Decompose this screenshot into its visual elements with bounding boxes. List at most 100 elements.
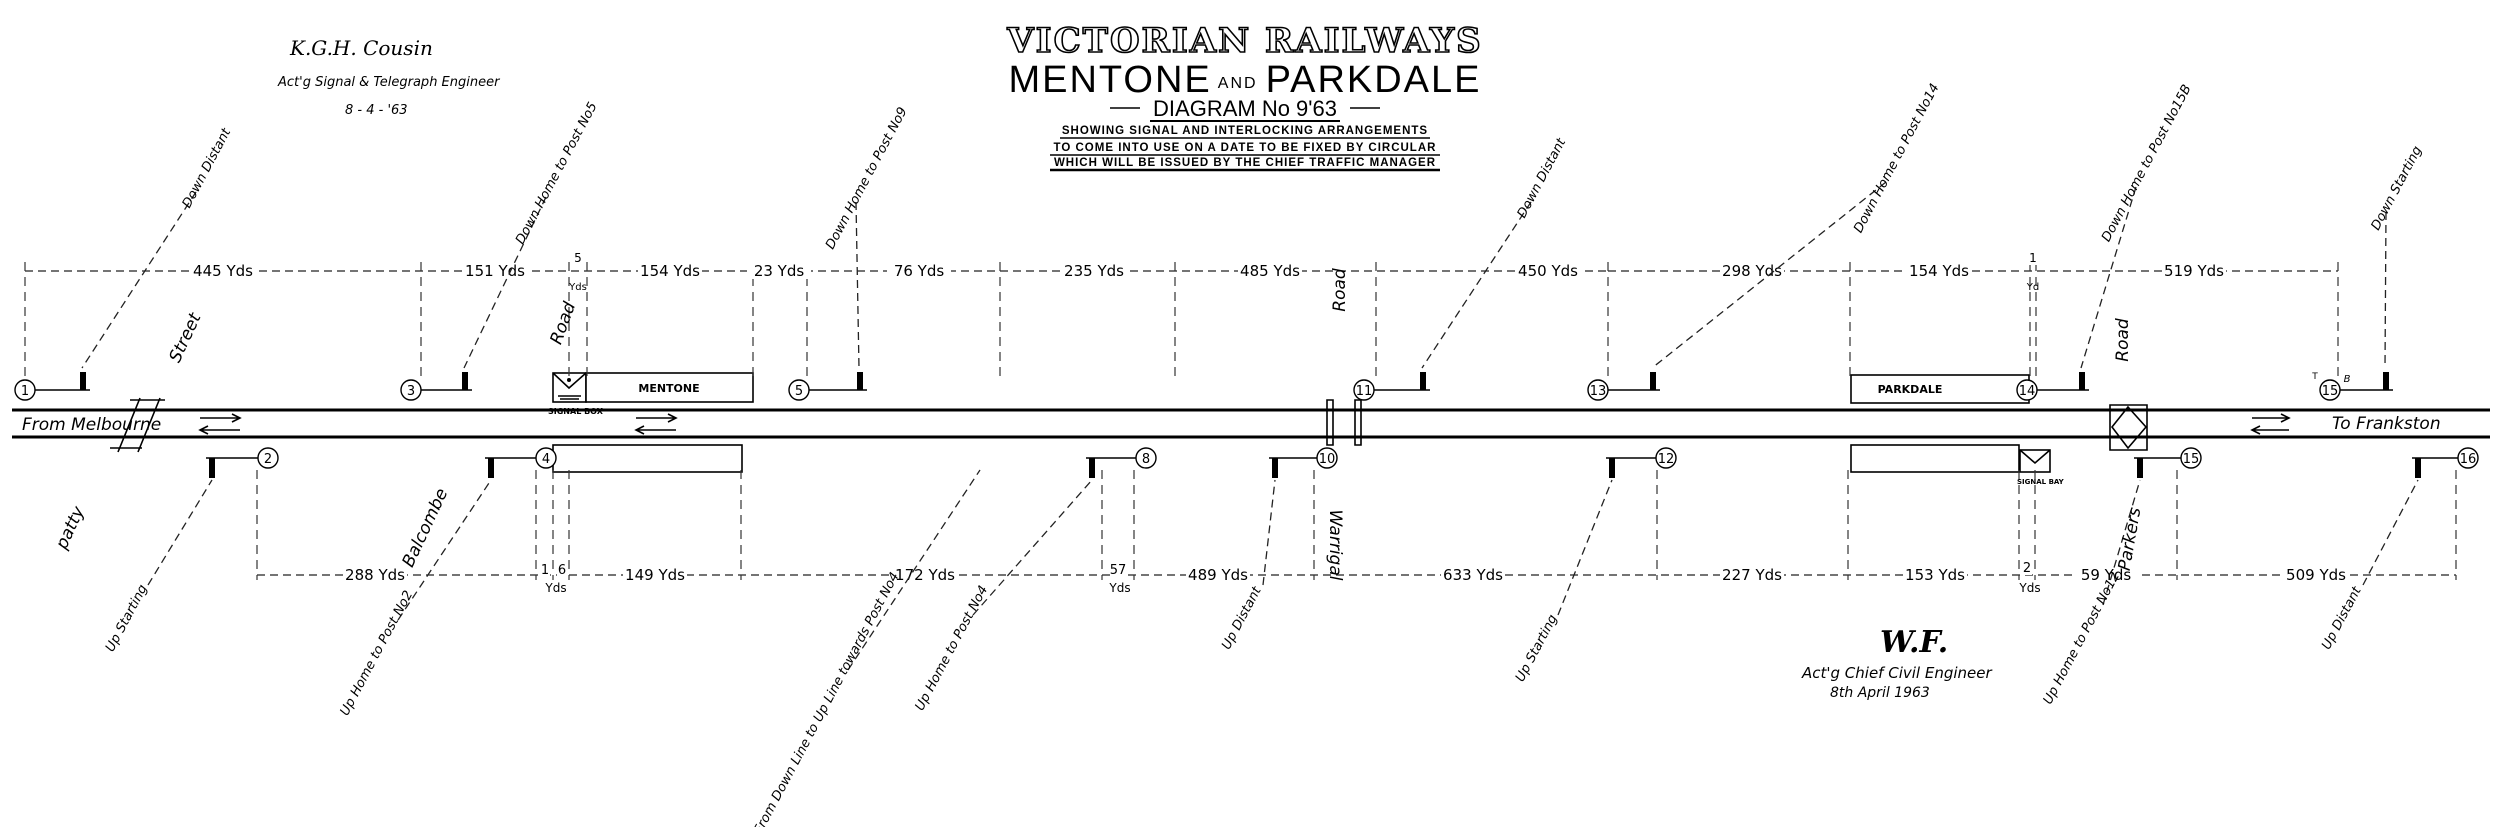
dimension-label-bg: [573, 247, 583, 265]
signal-box-symbol-icon: [552, 372, 587, 400]
dimension-label-bottom: 509 Yds: [2286, 566, 2346, 584]
signal-label-top: Down Home to Post No14: [1851, 81, 1943, 235]
street-name: Road: [546, 299, 580, 347]
dimension-label-bottom: 57: [1110, 563, 1127, 578]
signal-label-top: Down Distant: [1515, 135, 1570, 220]
signal-number: 13: [1590, 384, 1607, 399]
signature-date: 8th April 1963: [1830, 685, 1930, 701]
leader-line: [1557, 479, 1613, 616]
dimension-label-bg: [343, 565, 407, 583]
dimension-label-top: 235 Yds: [1064, 262, 1124, 280]
signal-number: 15: [2322, 384, 2339, 399]
signal-label-bottom: Up Home to Post No12: [2041, 570, 2124, 707]
dimension-label-bg: [1907, 261, 1971, 279]
leader-line: [2362, 479, 2419, 586]
dimension-label-bg: [2074, 565, 2138, 583]
dimension-label-bg: [557, 559, 567, 577]
dimension-label-bg: [1903, 565, 1967, 583]
dimension-label-bg: [1441, 565, 1505, 583]
signal-label-bottom: Up Home to Post No2: [338, 588, 417, 718]
dimension-unit: Yd: [2026, 282, 2039, 293]
dimension-label-bottom: 288 Yds: [345, 566, 405, 584]
street-name: Road: [2113, 318, 2133, 362]
dimension-label-top: 76 Yds: [894, 262, 945, 280]
signature-role: Act'g Chief Civil Engineer: [1801, 664, 1992, 682]
dimension-label-bottom: 153 Yds: [1905, 566, 1965, 584]
signal-post-icon: [80, 372, 86, 390]
dimension-label-bottom: 172 Yds: [895, 566, 955, 584]
signal-label-top: Down Home to Post No5: [513, 100, 601, 247]
street-name: Parkers: [2115, 506, 2146, 572]
signal-label-bottom: Up Distant: [2319, 584, 2365, 652]
signal-post-icon: [2383, 372, 2389, 390]
signature-name: W.F.: [1880, 625, 1948, 660]
signal-number: 12: [1658, 452, 1675, 467]
signature-date: 8 - 4 - '63: [345, 103, 408, 118]
signal-post-icon: [488, 458, 494, 478]
dimension-label-top: 450 Yds: [1518, 262, 1578, 280]
subtitle-2: TO COME INTO USE ON A DATE TO BE FIXED B…: [1054, 142, 1437, 154]
signal-label-top: Down Home to Post No15B: [2099, 82, 2195, 244]
dimension-label-bg: [1720, 261, 1784, 279]
dimension-label-bg: [1186, 565, 1250, 583]
leader-line: [972, 479, 1093, 616]
signal-number: 10: [1319, 452, 1336, 467]
leader-line: [1651, 181, 1887, 369]
mentone-down-platform: [585, 372, 754, 403]
signal-post-icon: [1420, 372, 1426, 390]
signal-number: 3: [407, 384, 415, 399]
dimension-label-top: 1: [2029, 251, 2037, 265]
dimension-label-top: 151 Yds: [465, 262, 525, 280]
dimension-label-bottom: 6: [558, 563, 566, 578]
signal-post-icon: [1609, 458, 1615, 478]
dimension-label-bg: [1062, 261, 1126, 279]
leader-line: [2384, 211, 2387, 369]
street-name: Warrigal: [1325, 510, 1345, 581]
signal-post-icon: [2079, 372, 2085, 390]
dimension-label-bg: [2022, 557, 2032, 575]
mentone-label: MENTONE: [638, 382, 699, 395]
signal-post-icon: [2137, 458, 2143, 478]
leader-line: [1262, 479, 1276, 586]
subtitle-3: WHICH WILL BE ISSUED BY THE CHIEF TRAFFI…: [1054, 157, 1436, 169]
signal-number: 4: [542, 452, 550, 467]
dimension-label-bg: [1113, 559, 1123, 577]
dimension-label-top: 5: [574, 251, 582, 265]
dimension-label-bg: [1238, 261, 1302, 279]
leader-line: [2102, 479, 2141, 606]
parkdale-label: PARKDALE: [1878, 383, 1943, 396]
signal-number: 14: [2019, 384, 2036, 399]
signal-post-icon: [209, 458, 215, 478]
dimension-label-bg: [2284, 565, 2348, 583]
dimension-unit: Yds: [568, 282, 587, 293]
leader-line: [463, 196, 547, 369]
title-mentone: MENTONE: [1008, 59, 1211, 101]
parkers-road-crossing: [2109, 404, 2148, 451]
signal-t-marker: T: [2311, 372, 2318, 382]
signal-number: 1: [21, 384, 29, 399]
dimension-label-bg: [540, 559, 550, 577]
dimension-label-top: 485 Yds: [1240, 262, 1300, 280]
signal-label-bottom: Up Starting: [103, 582, 151, 654]
leader-line: [397, 479, 492, 621]
dimension-label-bottom: 2: [2023, 561, 2031, 576]
dimension-label-bg: [463, 261, 527, 279]
signal-box-label: SIGNAL BOX: [548, 407, 604, 416]
signal-post-icon: [462, 372, 468, 390]
title-and: AND: [1218, 75, 1258, 92]
dimension-label-top: 298 Yds: [1722, 262, 1782, 280]
signature-role: Act'g Signal & Telegraph Engineer: [277, 75, 501, 90]
dimension-label-bottom: 59 Yds: [2081, 566, 2132, 584]
signal-b-marker: B: [2344, 374, 2351, 385]
dimension-label-bottom: 227 Yds: [1722, 566, 1782, 584]
signal-label-top: Down Starting: [2368, 144, 2425, 233]
signal-post-icon: [2415, 458, 2421, 478]
signal-box-dot: [567, 378, 571, 382]
leader-line: [847, 469, 981, 671]
signal-number: 5: [795, 384, 803, 399]
mentone-up-platform: [552, 444, 743, 473]
signal-number: 2: [264, 452, 272, 467]
signature-left: K.G.H. Cousin Act'g Signal & Telegraph E…: [277, 36, 501, 118]
